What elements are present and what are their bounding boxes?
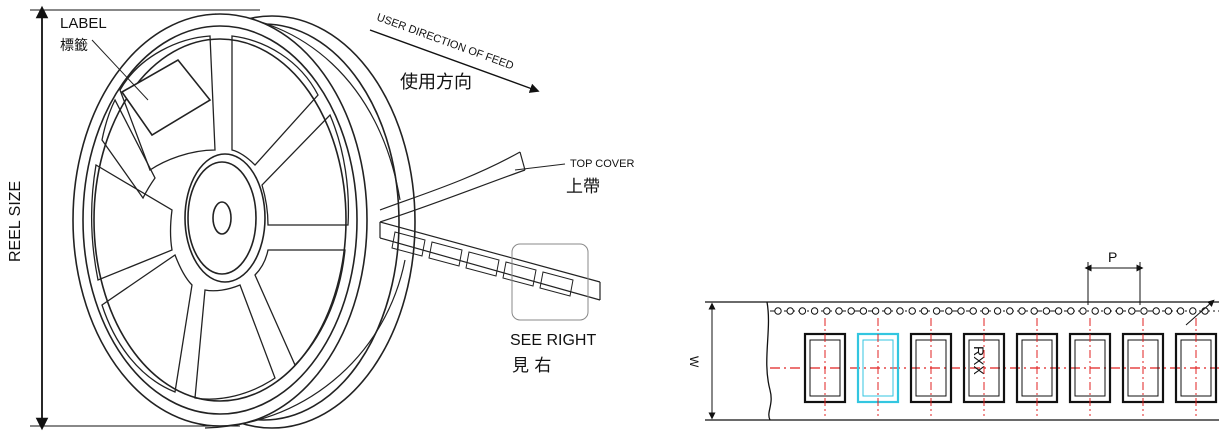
sprocket-hole bbox=[1054, 307, 1063, 315]
sprocket-hole bbox=[1091, 307, 1099, 315]
top-cover-text-cn: 上帶 bbox=[566, 177, 600, 197]
sprocket-hole bbox=[1115, 307, 1124, 315]
sprocket-hole bbox=[1030, 307, 1038, 315]
tape-top-view: W RXX P bbox=[687, 249, 1219, 421]
sprocket-holes bbox=[774, 307, 1209, 315]
feed-direction-arrow bbox=[369, 29, 540, 93]
tape-pockets-3d bbox=[391, 231, 574, 297]
see-right-callout-box bbox=[511, 243, 589, 321]
top-cover-text-en: TOP COVER bbox=[570, 158, 634, 170]
sprocket-hole bbox=[1164, 307, 1173, 315]
sprocket-hole bbox=[823, 307, 831, 315]
sprocket-hole bbox=[871, 307, 880, 315]
sprocket-hole bbox=[981, 307, 990, 315]
reel-size-text: REEL SIZE bbox=[7, 181, 24, 262]
sprocket-hole bbox=[932, 307, 941, 315]
feed-direction-text-en: USER DIRECTION OF FEED bbox=[375, 12, 515, 73]
tape-pockets bbox=[803, 318, 1218, 416]
sprocket-hole bbox=[847, 307, 855, 315]
top-cover-tape bbox=[379, 151, 566, 223]
sprocket-hole bbox=[774, 307, 782, 315]
sprocket-hole bbox=[1128, 307, 1136, 315]
pitch-dimension bbox=[1084, 262, 1144, 305]
sprocket-hole bbox=[810, 307, 819, 315]
sprocket-hole bbox=[859, 307, 868, 315]
pitch-label: P bbox=[1108, 249, 1117, 265]
sprocket-hole bbox=[835, 307, 843, 315]
label-area bbox=[91, 39, 212, 137]
reel-windows bbox=[91, 35, 350, 400]
width-label: W bbox=[687, 356, 701, 368]
label-text-en: LABEL bbox=[60, 15, 107, 32]
sprocket-hole bbox=[957, 307, 965, 315]
sprocket-hole bbox=[1140, 307, 1148, 315]
sprocket-hole bbox=[945, 307, 953, 315]
sprocket-hole bbox=[920, 307, 929, 315]
sprocket-hole bbox=[884, 307, 892, 315]
carrier-tape-3d bbox=[379, 221, 601, 321]
sprocket-hole bbox=[908, 307, 916, 315]
see-right-text-en: SEE RIGHT bbox=[510, 332, 596, 349]
sprocket-hole bbox=[1176, 307, 1185, 315]
sprocket-hole bbox=[896, 307, 904, 315]
sprocket-hole bbox=[993, 307, 1002, 315]
sprocket-hole bbox=[1079, 307, 1087, 315]
sprocket-hole bbox=[1152, 307, 1160, 315]
reel-figure bbox=[30, 5, 416, 431]
sprocket-hole bbox=[1103, 307, 1112, 315]
sprocket-hole bbox=[1018, 307, 1026, 315]
feed-direction-text-cn: 使用方向 bbox=[400, 72, 472, 93]
corner-callout-line bbox=[1185, 299, 1215, 326]
label-text-cn: 標籤 bbox=[60, 38, 88, 54]
sprocket-hole bbox=[1067, 307, 1075, 315]
sprocket-hole bbox=[1189, 307, 1197, 315]
reel-hub bbox=[184, 153, 266, 283]
part-marking-text: RXX bbox=[971, 346, 987, 375]
sprocket-hole bbox=[969, 307, 977, 315]
sprocket-hole bbox=[798, 307, 807, 315]
tape-outline bbox=[705, 301, 1219, 421]
sprocket-hole bbox=[1006, 307, 1014, 315]
reel-size-dimension bbox=[30, 5, 260, 431]
sprocket-hole bbox=[1042, 307, 1051, 315]
sprocket-hole bbox=[786, 307, 794, 315]
see-right-text-cn: 見 右 bbox=[512, 356, 551, 376]
